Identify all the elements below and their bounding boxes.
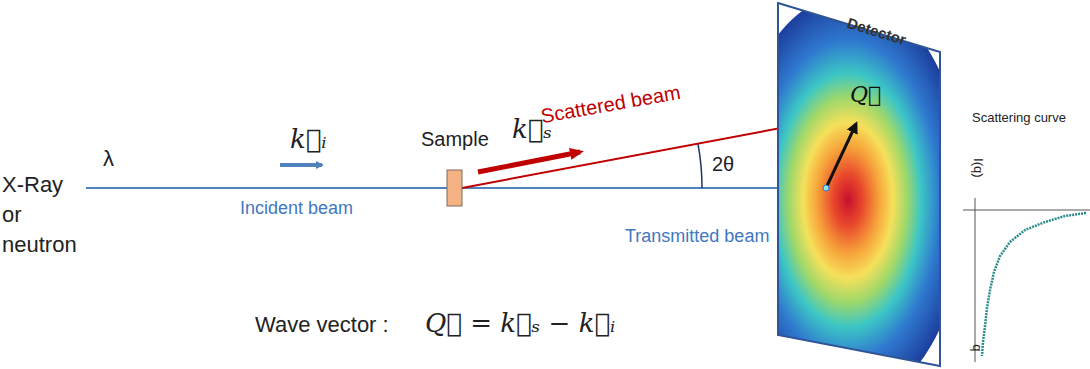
scattering-curve [982,213,1086,356]
vector-symbol: k⃗ᵢ [290,124,327,155]
beam-label: Transmitted beam [625,226,769,248]
axis-label: I(q) [970,158,986,178]
q-arrow [826,124,856,188]
detector-shape [776,0,944,369]
plot-axis [975,198,976,362]
angle-arc [698,144,702,188]
scattering-pattern [776,0,944,369]
sample-label: Sample [421,128,489,151]
wavelength-symbol: λ [103,146,114,172]
plot-axis [963,210,1090,211]
transmitted-beam [462,187,826,189]
ki-arrow [280,163,322,167]
sample-cell [447,170,462,206]
plot-title: Scattering curve [972,110,1066,126]
beam-label: Incident beam [240,198,353,220]
beam-label: Scattered beam [539,80,682,128]
detector-frame [778,3,940,366]
equation-label: Wave vector : [255,312,389,338]
detector-panel: Detector [776,0,944,369]
sample-holder: Sample [420,128,500,210]
source-label: X-Ray or neutron [2,170,80,260]
vector-symbol: Q⃗ [850,82,881,108]
angle-label: 2θ [712,152,734,176]
ks-arrow [478,152,580,172]
equation: Q⃗ = k⃗ₛ − k⃗ᵢ [425,308,615,339]
axis-label: q [970,344,986,351]
incident-beam [86,187,447,189]
